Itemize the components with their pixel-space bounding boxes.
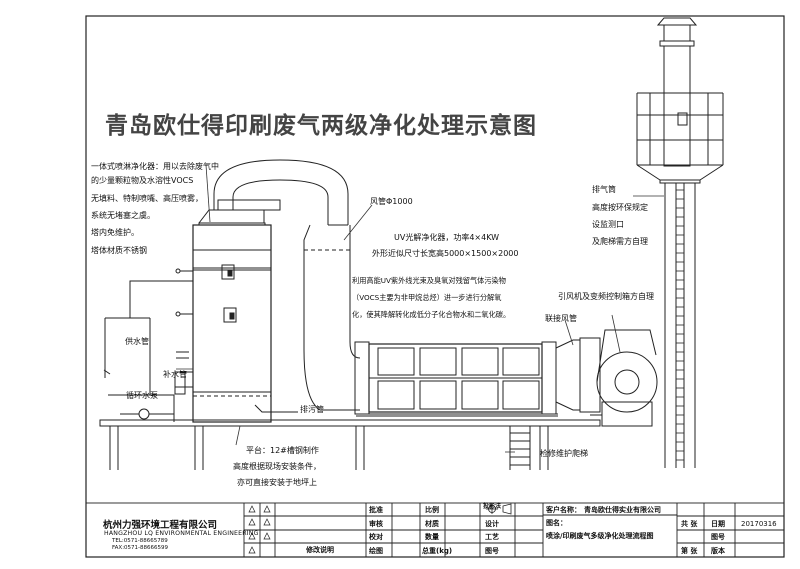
drawing-no-label: 图号	[485, 547, 499, 555]
company-name-en: HANGZHOU LQ ENVIRONMENTAL ENGINEERING	[104, 530, 259, 537]
revision-label: 修改说明	[306, 546, 334, 554]
material-label: 材质	[425, 520, 439, 528]
uv-desc-2: （VOCS主要为非甲烷总烃）进一步进行分解氧	[352, 293, 502, 302]
fan-label: 引风机及变频控制箱方自理	[558, 292, 654, 301]
spray-note-6: 塔体材质不锈钢	[91, 246, 147, 255]
connection-duct-label: 联接风管	[545, 314, 577, 323]
inspection-port-lower	[223, 307, 237, 323]
leader-lines	[176, 164, 664, 453]
water-supply-label: 供水管	[125, 337, 149, 346]
duct-elbow	[198, 159, 361, 411]
uv-label-2: 外形近似尺寸长宽高5000×1500×2000	[372, 249, 519, 258]
drawing-code-label: 图号	[711, 533, 725, 541]
exhaust-stack	[636, 17, 724, 468]
total-sheets-label: 共 张	[681, 520, 698, 528]
uv-desc-1: 利用高能UV紫外线光束及臭氧对残留气体污染物	[352, 276, 506, 285]
inspection-port-upper	[221, 264, 235, 280]
ladder-label: 检修维护爬梯	[540, 449, 588, 458]
draw-label: 绘图	[369, 547, 383, 555]
date-label: 日期	[711, 520, 725, 528]
check-label: 校对	[369, 533, 383, 541]
company-name-cn: 杭州力强环境工程有限公司	[103, 520, 218, 531]
stack-ladder	[676, 189, 684, 461]
maintenance-ladder	[509, 426, 531, 470]
uv-desc-3: 化，使其降解转化成低分子化合物水和二氧化碳。	[352, 310, 511, 319]
projection-symbol	[486, 503, 512, 515]
company-phone: TEL:0571-88665789	[112, 538, 168, 544]
spray-note-1: 一体式喷淋净化器：用以去除废气中	[91, 162, 219, 171]
weight-label: 总重(kg)	[422, 547, 453, 555]
date-value: 20170316	[741, 520, 777, 528]
approve-label: 批准	[369, 506, 383, 514]
revision-triangles	[248, 505, 271, 554]
steel-platform	[99, 419, 601, 470]
company-fax: FAX:0571-88666599	[112, 545, 169, 551]
drawing-border	[85, 15, 785, 558]
quantity-label: 数量	[425, 533, 439, 541]
platform-label-1: 平台：12#槽钢制作	[246, 446, 319, 455]
uv-photolysis-unit	[354, 341, 558, 417]
sheet-no-label: 第 张	[681, 547, 698, 555]
uv-label-1: UV光解净化器，功率4×4KW	[394, 233, 500, 242]
review-label: 审核	[369, 520, 383, 528]
drawing-name-label: 图名：	[546, 519, 567, 527]
spray-note-4: 系统无堵塞之虞。	[91, 211, 155, 220]
exhaust-label-2: 高度按环保规定	[592, 203, 648, 212]
spray-note-2: 的少量颗粒物及水溶性VOCS	[91, 176, 194, 185]
ratio-label: 比例	[425, 506, 439, 514]
title-block-grid	[85, 502, 785, 558]
spray-note-3: 无填料、特制喷嘴、高压喷雾，	[91, 194, 203, 203]
customer-name: 青岛欧仕得实业有限公司	[584, 506, 661, 514]
customer-label: 客户名称：	[546, 506, 581, 514]
exhaust-label-1: 排气筒	[592, 185, 616, 194]
fan-assembly	[555, 329, 658, 427]
exhaust-label-3: 设监测口	[592, 220, 624, 229]
water-level-label: 补水管	[163, 370, 187, 379]
exhaust-label-4: 及爬梯需方自理	[592, 237, 648, 246]
duct-label: 风管Φ1000	[370, 197, 413, 206]
craft-label: 工艺	[485, 533, 499, 541]
spray-tower	[175, 222, 272, 423]
drawing-name: 喷涂/印刷废气多级净化处理流程图	[546, 532, 654, 540]
diagram-title: 青岛欧仕得印刷废气两级净化处理示意图	[105, 113, 537, 139]
projection-label: 投影法	[483, 503, 502, 510]
pump-label: 循环水泵	[126, 391, 158, 400]
platform-label-3: 亦可直接安装于地坪上	[237, 478, 317, 487]
version-label: 版本	[711, 547, 725, 555]
water-piping	[103, 280, 298, 422]
drain-label: 排污管	[300, 405, 324, 414]
platform-label-2: 高度根据现场安装条件，	[233, 462, 321, 471]
design-label: 设计	[485, 520, 499, 528]
spray-note-5: 塔内免维护。	[91, 228, 139, 237]
